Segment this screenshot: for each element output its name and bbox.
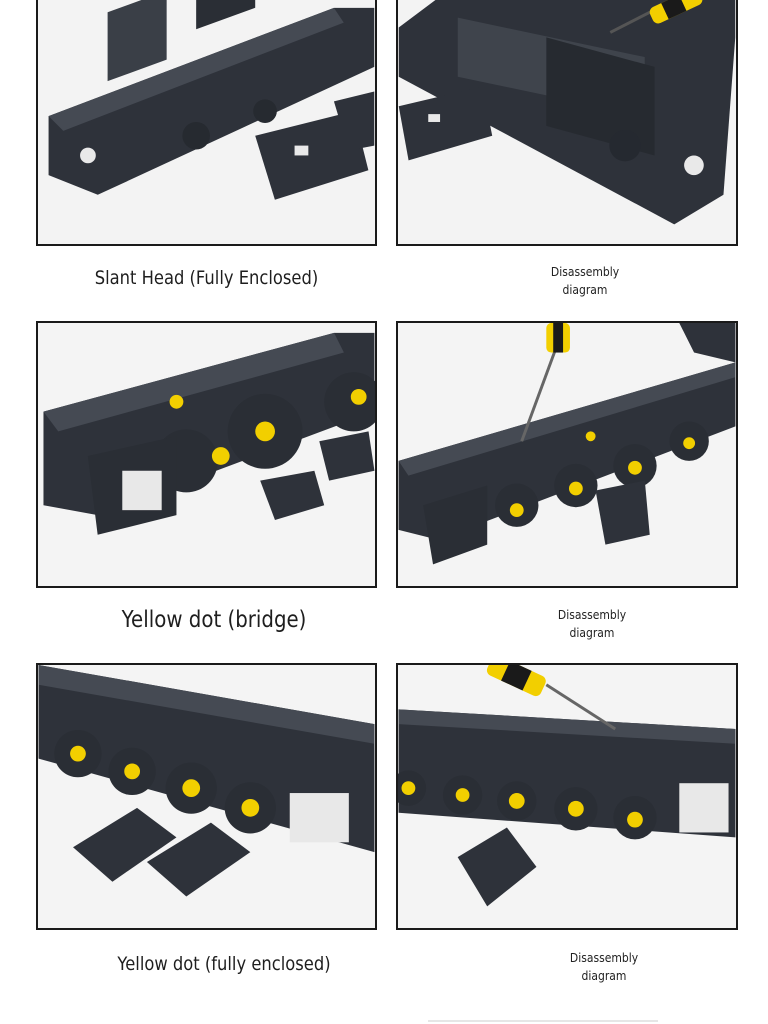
cable-chain-slant-head-image [38,0,375,244]
caption-yellow-dot-bridge: Yellow dot (bridge) [121,607,307,633]
bottom-divider [428,1020,658,1022]
disassembly-caption-1-line-2: diagram [562,283,608,297]
cable-chain-yellow-dot-enclosed-image [38,665,375,928]
disassembly-caption-3-line-2: diagram [581,969,627,983]
disassembly-caption-3-line-1: Disassembly [569,951,639,965]
photo-yellow-dot-bridge-disassembly [396,321,738,588]
photo-slant-head [36,0,377,246]
cable-chain-yellow-dot-enclosed-disassembly-image [398,665,736,928]
disassembly-caption-2: Disassembly diagram [534,606,651,642]
disassembly-caption-1: Disassembly diagram [527,263,644,299]
caption-yellow-dot-enclosed: Yellow dot (fully enclosed) [117,953,331,975]
cable-chain-yellow-dot-bridge-image [38,323,375,586]
photo-yellow-dot-enclosed [36,663,377,930]
disassembly-caption-2-line-2: diagram [569,626,615,640]
photo-yellow-dot-enclosed-disassembly [396,663,738,930]
cable-chain-yellow-dot-bridge-disassembly-image [398,323,736,586]
photo-yellow-dot-bridge [36,321,377,588]
disassembly-caption-2-line-1: Disassembly [557,608,627,622]
disassembly-caption-3: Disassembly diagram [546,949,663,985]
photo-slant-head-disassembly [396,0,738,246]
disassembly-caption-1-line-1: Disassembly [550,265,620,279]
cable-chain-slant-head-disassembly-image [398,0,736,244]
caption-slant-head: Slant Head (Fully Enclosed) [94,267,319,289]
